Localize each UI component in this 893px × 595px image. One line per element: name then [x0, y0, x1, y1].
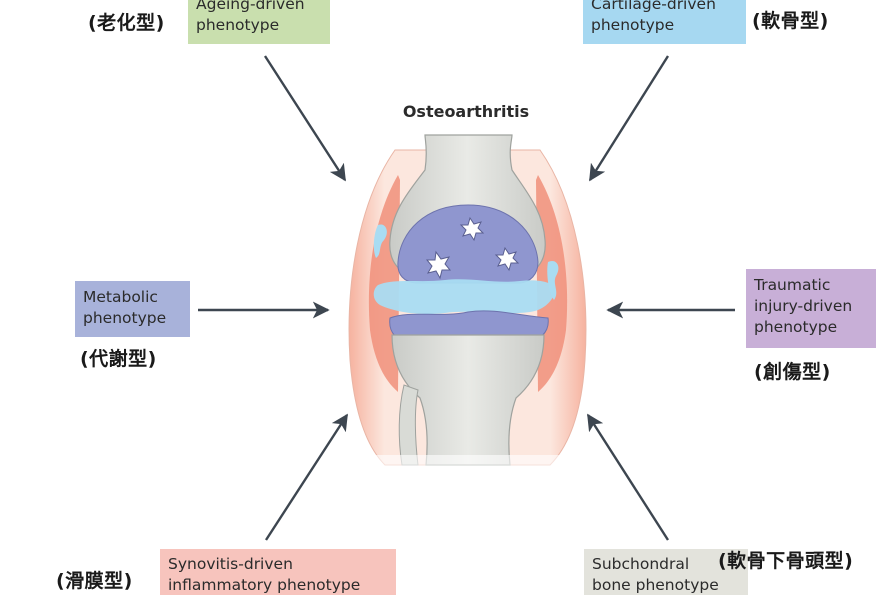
subchondral-phenotype-label-line1: Subchondral — [592, 555, 690, 573]
traumatic-phenotype-label-line3: phenotype — [754, 318, 838, 336]
fibula — [398, 384, 419, 466]
diagram-title: Osteoarthritis — [403, 102, 529, 121]
traumatic-phenotype-label-line2: injury-driven — [754, 297, 853, 315]
synovial-fluid — [373, 279, 556, 315]
subchondral-phenotype-label-line2: bone phenotype — [592, 576, 719, 594]
arrow-ageing — [263, 55, 347, 182]
cartilage-phenotype-label-line2: phenotype — [591, 16, 675, 34]
arrow-cartilage — [588, 55, 670, 182]
synovitis-phenotype-label-line1: Synovitis-driven — [168, 555, 293, 573]
synovitis-phenotype-box: Synovitis-driven inflammatory phenotype — [160, 549, 396, 595]
ageing-phenotype-jp: (老化型) — [88, 12, 165, 34]
phenotype-arrows — [198, 55, 735, 541]
subchondral-phenotype-box: Subchondral bone phenotype — [584, 549, 748, 595]
arrow-subchondral — [586, 413, 670, 541]
subchondral-phenotype-jp: (軟骨下骨頭型) — [718, 550, 854, 572]
arrow-synovitis — [264, 413, 349, 541]
traumatic-phenotype-label-line1: Traumatic — [754, 276, 831, 294]
metabolic-phenotype-label-line2: phenotype — [83, 309, 167, 327]
traumatic-phenotype-jp: (創傷型) — [754, 361, 831, 383]
traumatic-phenotype-box: Traumatic injury-driven phenotype — [746, 269, 876, 348]
cartilage-phenotype-box: Cartilage-driven phenotype — [583, 0, 746, 44]
metabolic-phenotype-label-line1: Metabolic — [83, 288, 158, 306]
cartilage-lesions — [425, 216, 520, 280]
synovial-fluid-right — [547, 260, 559, 300]
synovial-fluid-left — [373, 224, 387, 258]
ageing-phenotype-box: Ageing-driven phenotype — [188, 0, 330, 44]
ageing-phenotype-label-line1: Ageing-driven — [196, 0, 305, 13]
diagram-bottom-fade — [340, 455, 600, 475]
cartilage-phenotype-label-line1: Cartilage-driven — [591, 0, 716, 13]
synovitis-phenotype-label-line2: inflammatory phenotype — [168, 576, 361, 594]
cartilage-phenotype-jp: (軟骨型) — [752, 10, 829, 32]
metabolic-phenotype-box: Metabolic phenotype — [75, 281, 190, 337]
metabolic-phenotype-jp: (代謝型) — [80, 348, 157, 370]
ageing-phenotype-label-line2: phenotype — [196, 16, 280, 34]
synovitis-phenotype-jp: (滑膜型) — [56, 570, 133, 592]
